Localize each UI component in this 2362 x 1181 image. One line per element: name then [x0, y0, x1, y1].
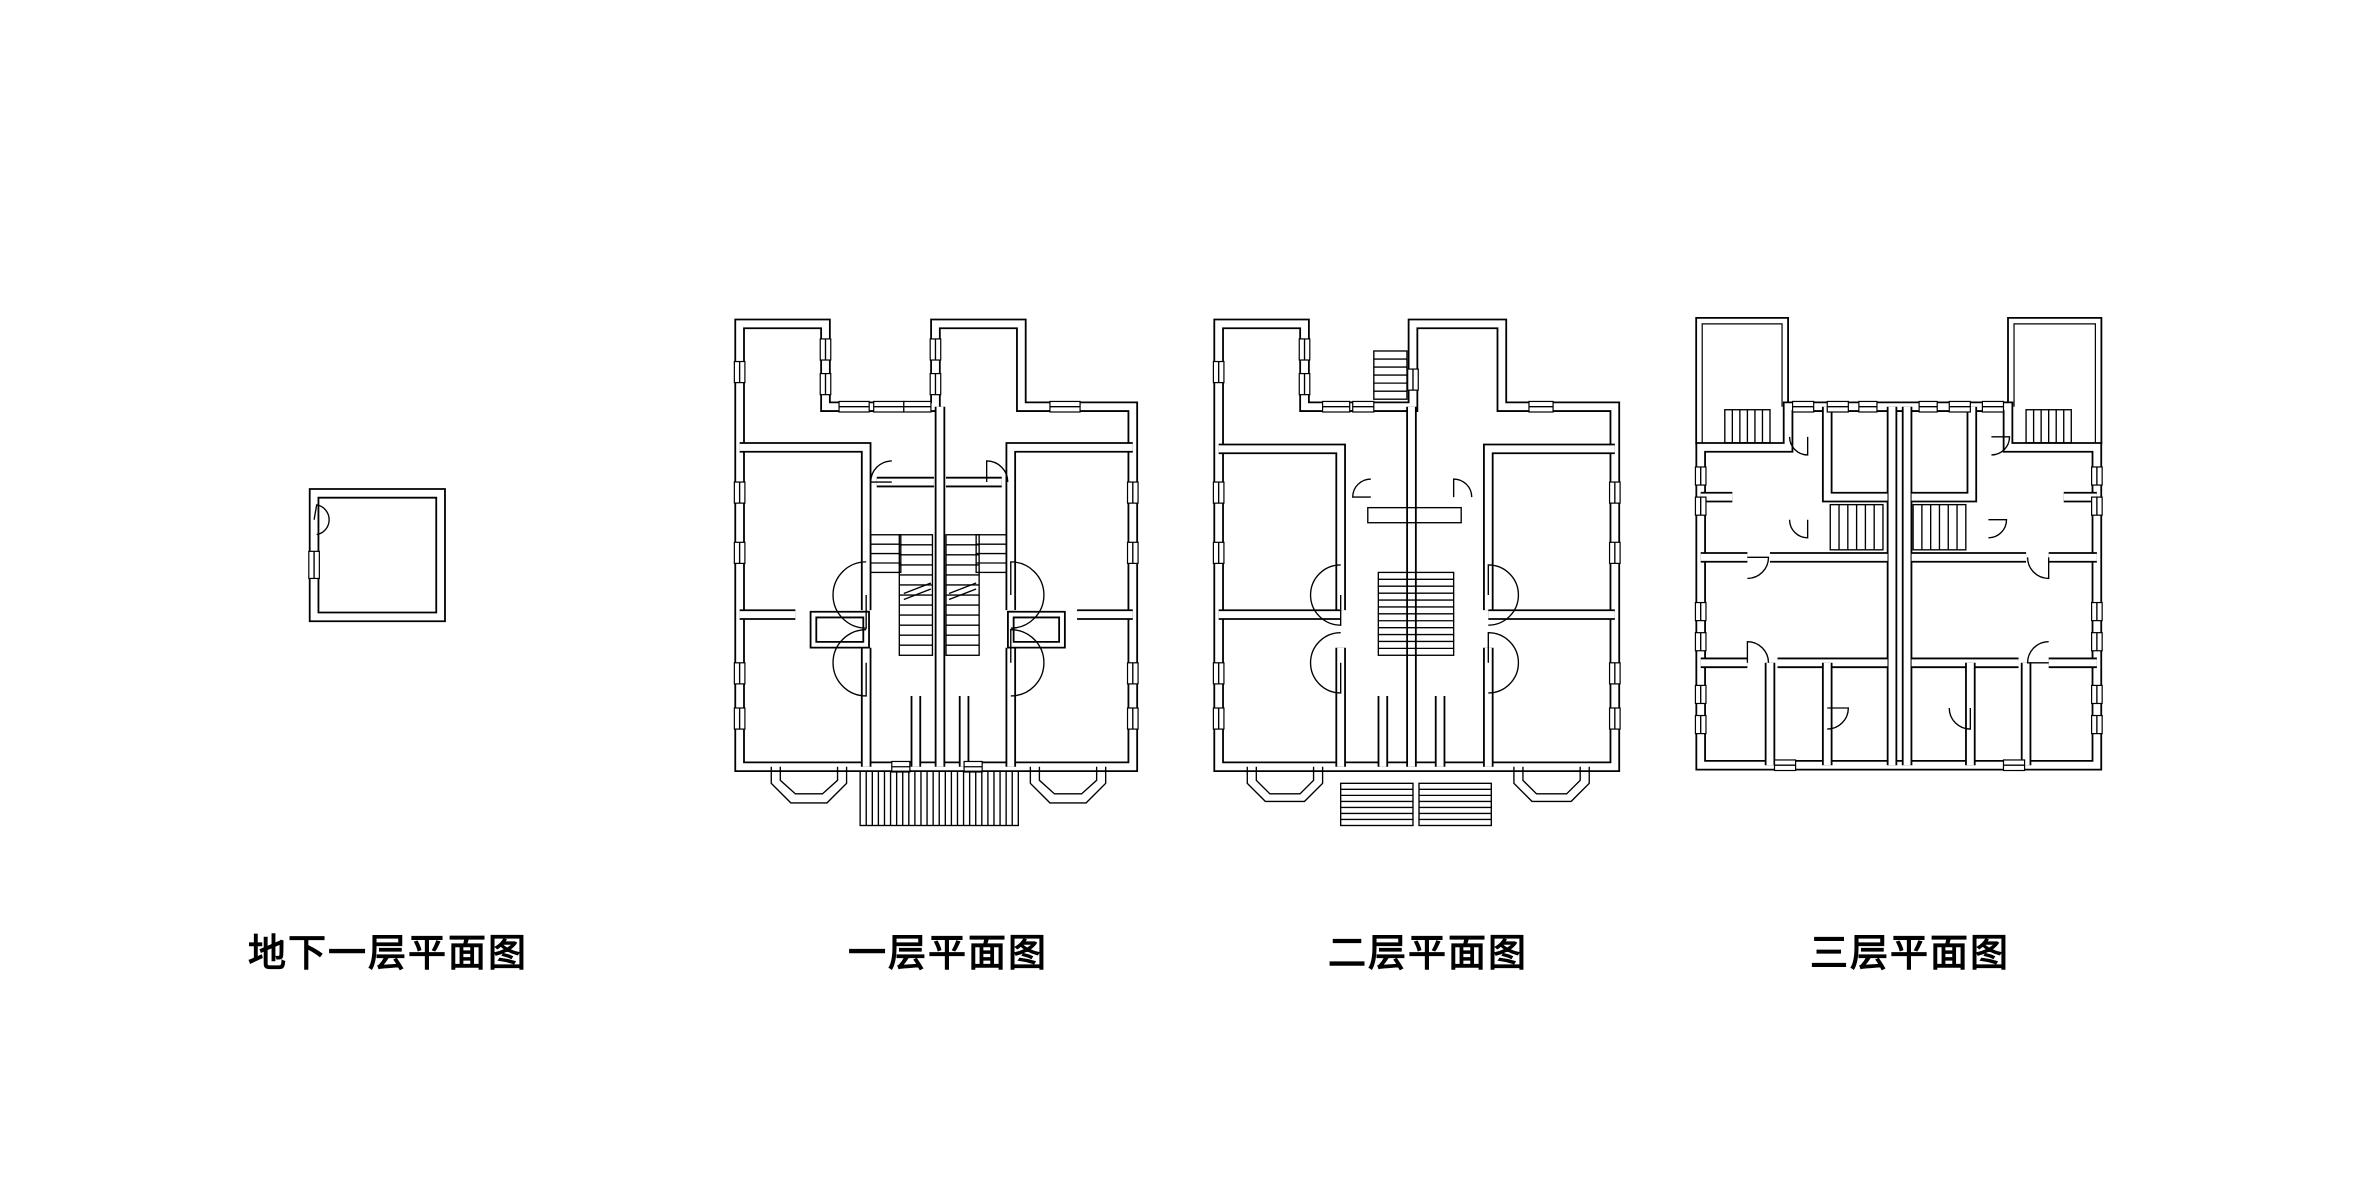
door-swing [1991, 436, 2011, 456]
stair [1339, 782, 1414, 827]
third-floor-plan-title: 三层平面图 [1810, 931, 2011, 975]
thin-line [903, 582, 932, 601]
wall [1007, 610, 1066, 649]
second-floor-plan-title: 二层平面图 [1328, 931, 1529, 975]
door-swing [1827, 707, 1850, 730]
thin-line [770, 766, 848, 804]
door-swing [1988, 519, 2008, 539]
wall [1821, 406, 1888, 503]
door-swing [1352, 478, 1371, 498]
door-swing [1788, 519, 1809, 539]
third-floor-plan [1694, 316, 2103, 772]
wall-fill [1823, 406, 1888, 501]
wall-fill [1008, 612, 1064, 647]
first-floor-plan [733, 318, 1139, 827]
wall [1911, 406, 1978, 503]
terrace-outline [1701, 323, 2096, 445]
wall [809, 610, 870, 649]
wall-fill [310, 489, 445, 621]
door-swing [1309, 632, 1342, 694]
door-swing [870, 460, 892, 483]
door-swing [1747, 556, 1770, 580]
wall-fill [1911, 406, 1976, 501]
stair [1418, 782, 1492, 827]
wall [1218, 443, 1346, 611]
door-swing [1487, 631, 1520, 694]
thin-line [948, 582, 977, 601]
door-swing [2026, 557, 2050, 580]
landing [1367, 506, 1462, 524]
basement-floor-plan [308, 488, 446, 623]
wall [739, 442, 872, 611]
terrace-outline [1695, 316, 2103, 445]
wall-fill [739, 443, 870, 611]
door-swing [313, 504, 330, 536]
door-swing [1452, 478, 1473, 498]
door-swing [985, 460, 1009, 483]
thin-line [1029, 766, 1107, 804]
wall [1695, 401, 2103, 771]
wall-fill [1218, 445, 1345, 611]
first-floor-plan-title: 一层平面图 [848, 931, 1049, 975]
door-swing [1948, 707, 1972, 730]
door-swing [832, 628, 867, 697]
door-swing [1788, 436, 1809, 456]
thin-line [1513, 766, 1590, 803]
basement-plan-title: 地下一层平面图 [248, 931, 529, 975]
door-swing [832, 561, 867, 629]
second-floor-plan [1212, 318, 1621, 827]
thin-line [1246, 766, 1324, 803]
wall-fill [811, 612, 869, 647]
door-swing [1010, 628, 1045, 697]
door-swing [1309, 564, 1342, 626]
wall [308, 488, 446, 623]
wall-fill [1484, 445, 1615, 611]
door-swing [2026, 641, 2049, 664]
wall-fill [1697, 403, 2101, 769]
wall-fill [1007, 443, 1133, 611]
wall [1483, 443, 1615, 611]
door-swing [1010, 561, 1045, 629]
door-swing [1746, 641, 1770, 663]
wall [1005, 442, 1133, 611]
door-swing [1487, 564, 1520, 626]
